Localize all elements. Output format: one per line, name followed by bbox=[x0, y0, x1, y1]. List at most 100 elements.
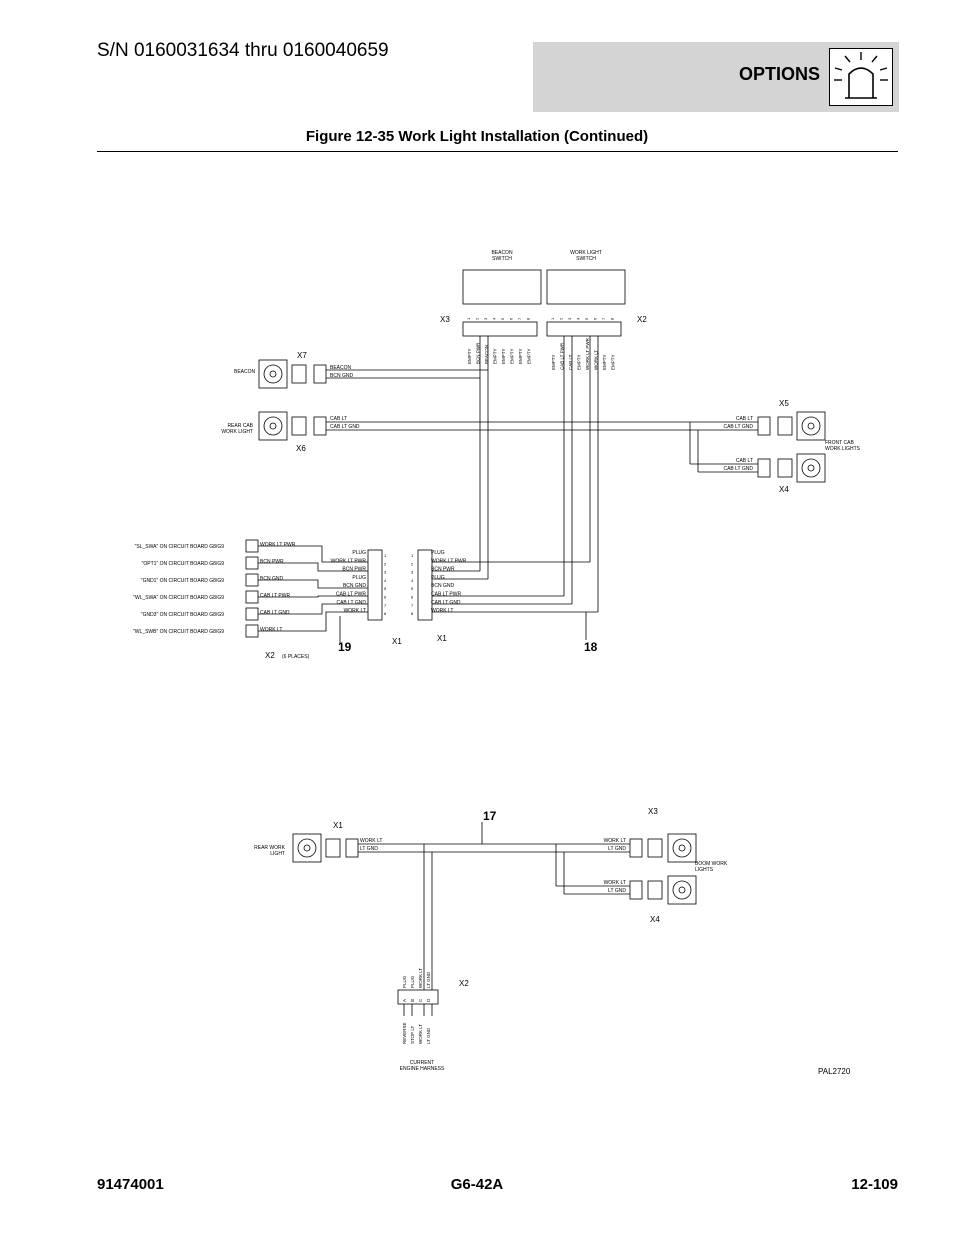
x1-left-wire-label: PLUG bbox=[352, 575, 366, 581]
x2-lower-wire-label: WORK LT bbox=[418, 1024, 423, 1044]
switch-pin-number: 4 bbox=[576, 317, 581, 320]
board-wire-label: BCN GND bbox=[260, 576, 283, 582]
connector-x5: X5 bbox=[779, 399, 789, 408]
x1-pin-number: 1 bbox=[384, 553, 387, 558]
x1-right-wire-label: WORK LT bbox=[431, 608, 453, 614]
circuit-board-label: "GND1" ON CIRCUIT BOARD G8/G9 bbox=[141, 578, 224, 584]
front-cab-work-lights-label: WORK LIGHTS bbox=[825, 446, 861, 452]
connector-x2: X2 bbox=[637, 315, 647, 324]
x1-pin-number: 4 bbox=[384, 578, 387, 583]
work-switch-wire-label: EMPTY bbox=[577, 354, 582, 370]
engine-harness-label: ENGINE HARNESS bbox=[400, 1066, 445, 1072]
x1-right-wire-label: CAB LT PWR bbox=[431, 592, 461, 598]
x1-left-wire-label: CAB LT PWR bbox=[336, 592, 366, 598]
circuit-board-label: "WL_SWA" ON CIRCUIT BOARD G8/G9 bbox=[133, 595, 224, 601]
circuit-board-label: "OPT1" ON CIRCUIT BOARD G8/G9 bbox=[142, 561, 225, 567]
rear-work-light-label: LIGHT bbox=[270, 851, 285, 857]
circuit-board-label: "GND3" ON CIRCUIT BOARD G8/G9 bbox=[141, 612, 224, 618]
boom-lamp-wire-label: LT GND bbox=[608, 888, 626, 894]
switch-pin-number: 8 bbox=[610, 317, 615, 320]
connector-x2-board: X2 bbox=[265, 651, 275, 660]
beacon-light-icon bbox=[829, 48, 893, 106]
part-number: PAL2720 bbox=[818, 1067, 851, 1076]
switch-pin-number: 2 bbox=[475, 317, 480, 320]
switch-pin-number: 7 bbox=[517, 317, 522, 320]
beacon-switch-wire-label: BEACON bbox=[484, 345, 489, 364]
x1-right-wire-label: WORK LT PWR bbox=[431, 558, 467, 564]
x2-upper-wire-label: LT GND bbox=[426, 971, 431, 988]
x1-left-wire-label: BCN GND bbox=[343, 583, 366, 589]
connector-x4: X4 bbox=[779, 485, 789, 494]
boom-lamp-wire-label: LT GND bbox=[608, 846, 626, 852]
serial-range: S/N 0160031634 thru 0160040659 bbox=[97, 40, 389, 61]
cab-wire-label: CAB LT bbox=[330, 416, 347, 422]
switch-pin-number: 2 bbox=[559, 317, 564, 320]
switch-pin-number: 5 bbox=[584, 317, 589, 320]
x2-lower-wire-label: REVERSE bbox=[402, 1022, 407, 1044]
x1-pin-number: 8 bbox=[411, 611, 414, 616]
x1-right-wire-label: BCN GND bbox=[431, 583, 454, 589]
switch-pin-number: 1 bbox=[550, 317, 555, 320]
x1-pin-number: 3 bbox=[384, 570, 387, 575]
connector-x3-bottom: X3 bbox=[648, 807, 658, 816]
x1-pin-number: 2 bbox=[411, 561, 414, 566]
front-cab-wire-label: CAB LT bbox=[736, 416, 753, 422]
x2-bottom-connector bbox=[397, 989, 439, 1005]
connector-x3: X3 bbox=[440, 315, 450, 324]
beacon-switch-label: BEACON bbox=[491, 250, 513, 256]
x1-left-connector bbox=[367, 549, 383, 621]
work-light-switch-label: SWITCH bbox=[576, 256, 596, 262]
beacon-label: BEACON bbox=[234, 369, 256, 375]
connector-x1-right: X1 bbox=[437, 634, 447, 643]
x1-right-wire-label: PLUG bbox=[431, 550, 445, 556]
x1-left-wire-label: BCN PWR bbox=[342, 567, 366, 573]
six-places-note: (6 PLACES) bbox=[282, 654, 310, 660]
beacon-wire-label: BEACON bbox=[330, 365, 352, 371]
beacon-wire-label: BCN GND bbox=[330, 373, 353, 379]
x1-pin-number: 5 bbox=[411, 586, 414, 591]
beacon-switch-wire-label: BCN PWR bbox=[476, 342, 481, 364]
section-title: OPTIONS bbox=[739, 64, 821, 84]
x2-lower-wire-label: LT GND bbox=[426, 1027, 431, 1044]
connector-x6: X6 bbox=[296, 444, 306, 453]
switch-pin-number: 4 bbox=[492, 317, 497, 320]
boom-work-lights-label: LIGHTS bbox=[695, 867, 714, 873]
beacon-switch-wire-label: EMPTY bbox=[518, 348, 523, 364]
x1-right-wire-label: PLUG bbox=[431, 575, 445, 581]
switch-pin-number: 7 bbox=[601, 317, 606, 320]
switch-pin-number: 6 bbox=[593, 317, 598, 320]
x1-pin-number: 5 bbox=[384, 586, 387, 591]
rear-cab-work-light-label: WORK LIGHT bbox=[221, 429, 253, 435]
circuit-board-label: "SL_SWA" ON CIRCUIT BOARD G8/G9 bbox=[135, 544, 225, 550]
figure-title: Figure 12-35 Work Light Installation (Co… bbox=[305, 128, 649, 145]
x2-lower-wire-label: STOP LT bbox=[410, 1025, 415, 1044]
x1-left-wire-label: WORK LT bbox=[344, 608, 366, 614]
switch-pin-number: 1 bbox=[466, 317, 471, 320]
front-cab-work-lights-label: FRONT CAB bbox=[825, 440, 854, 446]
beacon-switch-wire-label: EMPTY bbox=[467, 348, 472, 364]
beacon-switch-body bbox=[462, 269, 542, 305]
connector-x7: X7 bbox=[297, 351, 307, 360]
x1-pin-number: 4 bbox=[411, 578, 414, 583]
footer-model: G6-42A bbox=[450, 1176, 504, 1193]
work-switch-wire-label: EMPTY bbox=[611, 354, 616, 370]
connector-x1-left: X1 bbox=[392, 637, 402, 646]
rear-work-light-label: REAR WORK bbox=[254, 845, 286, 851]
work-switch-wire-label: WORK LT PWR bbox=[585, 337, 590, 370]
x1-left-wire-label: WORK LT PWR bbox=[331, 558, 367, 564]
connector-x1-bottom: X1 bbox=[333, 821, 343, 830]
x2-upper-wire-label: PLUG bbox=[402, 975, 407, 988]
front-cab-wire-label: CAB LT bbox=[736, 458, 753, 464]
board-wire-label: CAB LT GND bbox=[260, 610, 290, 616]
x3-terminal-block bbox=[462, 321, 538, 337]
board-wire-label: WORK LT bbox=[260, 627, 282, 633]
x2-upper-wire-label: PLUG bbox=[410, 975, 415, 988]
x1-right-connector bbox=[417, 549, 433, 621]
work-light-switch-body bbox=[546, 269, 626, 305]
x1-right-wire-label: BCN PWR bbox=[431, 567, 455, 573]
footer-page-number: 12-109 bbox=[851, 1176, 898, 1193]
title-rule bbox=[97, 151, 898, 152]
connector-x2-bottom: X2 bbox=[459, 979, 469, 988]
work-switch-wire-label: CAB LT PWR bbox=[560, 342, 565, 370]
work-switch-wire-label: EMPTY bbox=[551, 354, 556, 370]
